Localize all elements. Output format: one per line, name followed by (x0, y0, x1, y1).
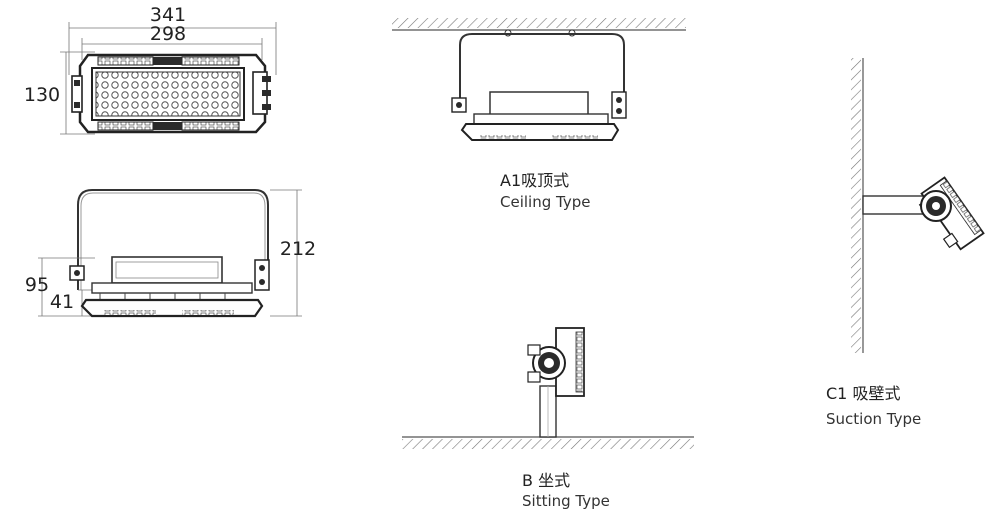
ceiling-mount-drawing (392, 18, 686, 141)
suction-type-label-cn: C1 吸壁式 (826, 384, 900, 403)
dim-front-width-inner: 298 (150, 23, 186, 45)
suction-mount-drawing (851, 58, 985, 353)
sitting-type-label-cn: B 坐式 (522, 471, 570, 490)
dim-side-body-height: 95 (25, 274, 49, 296)
side-view (38, 189, 302, 318)
ceiling-type-label-en: Ceiling Type (500, 193, 590, 211)
sitting-mount-drawing (402, 327, 694, 449)
dim-front-height: 130 (24, 84, 60, 106)
front-view (60, 22, 277, 135)
suction-type-label-en: Suction Type (826, 410, 921, 428)
sitting-type-label-en: Sitting Type (522, 492, 610, 510)
dim-side-total-height: 212 (280, 238, 316, 260)
dim-front-width-outer: 341 (150, 4, 186, 26)
dim-side-base-height: 41 (50, 291, 74, 313)
ceiling-type-label-cn: A1吸顶式 (500, 171, 569, 190)
